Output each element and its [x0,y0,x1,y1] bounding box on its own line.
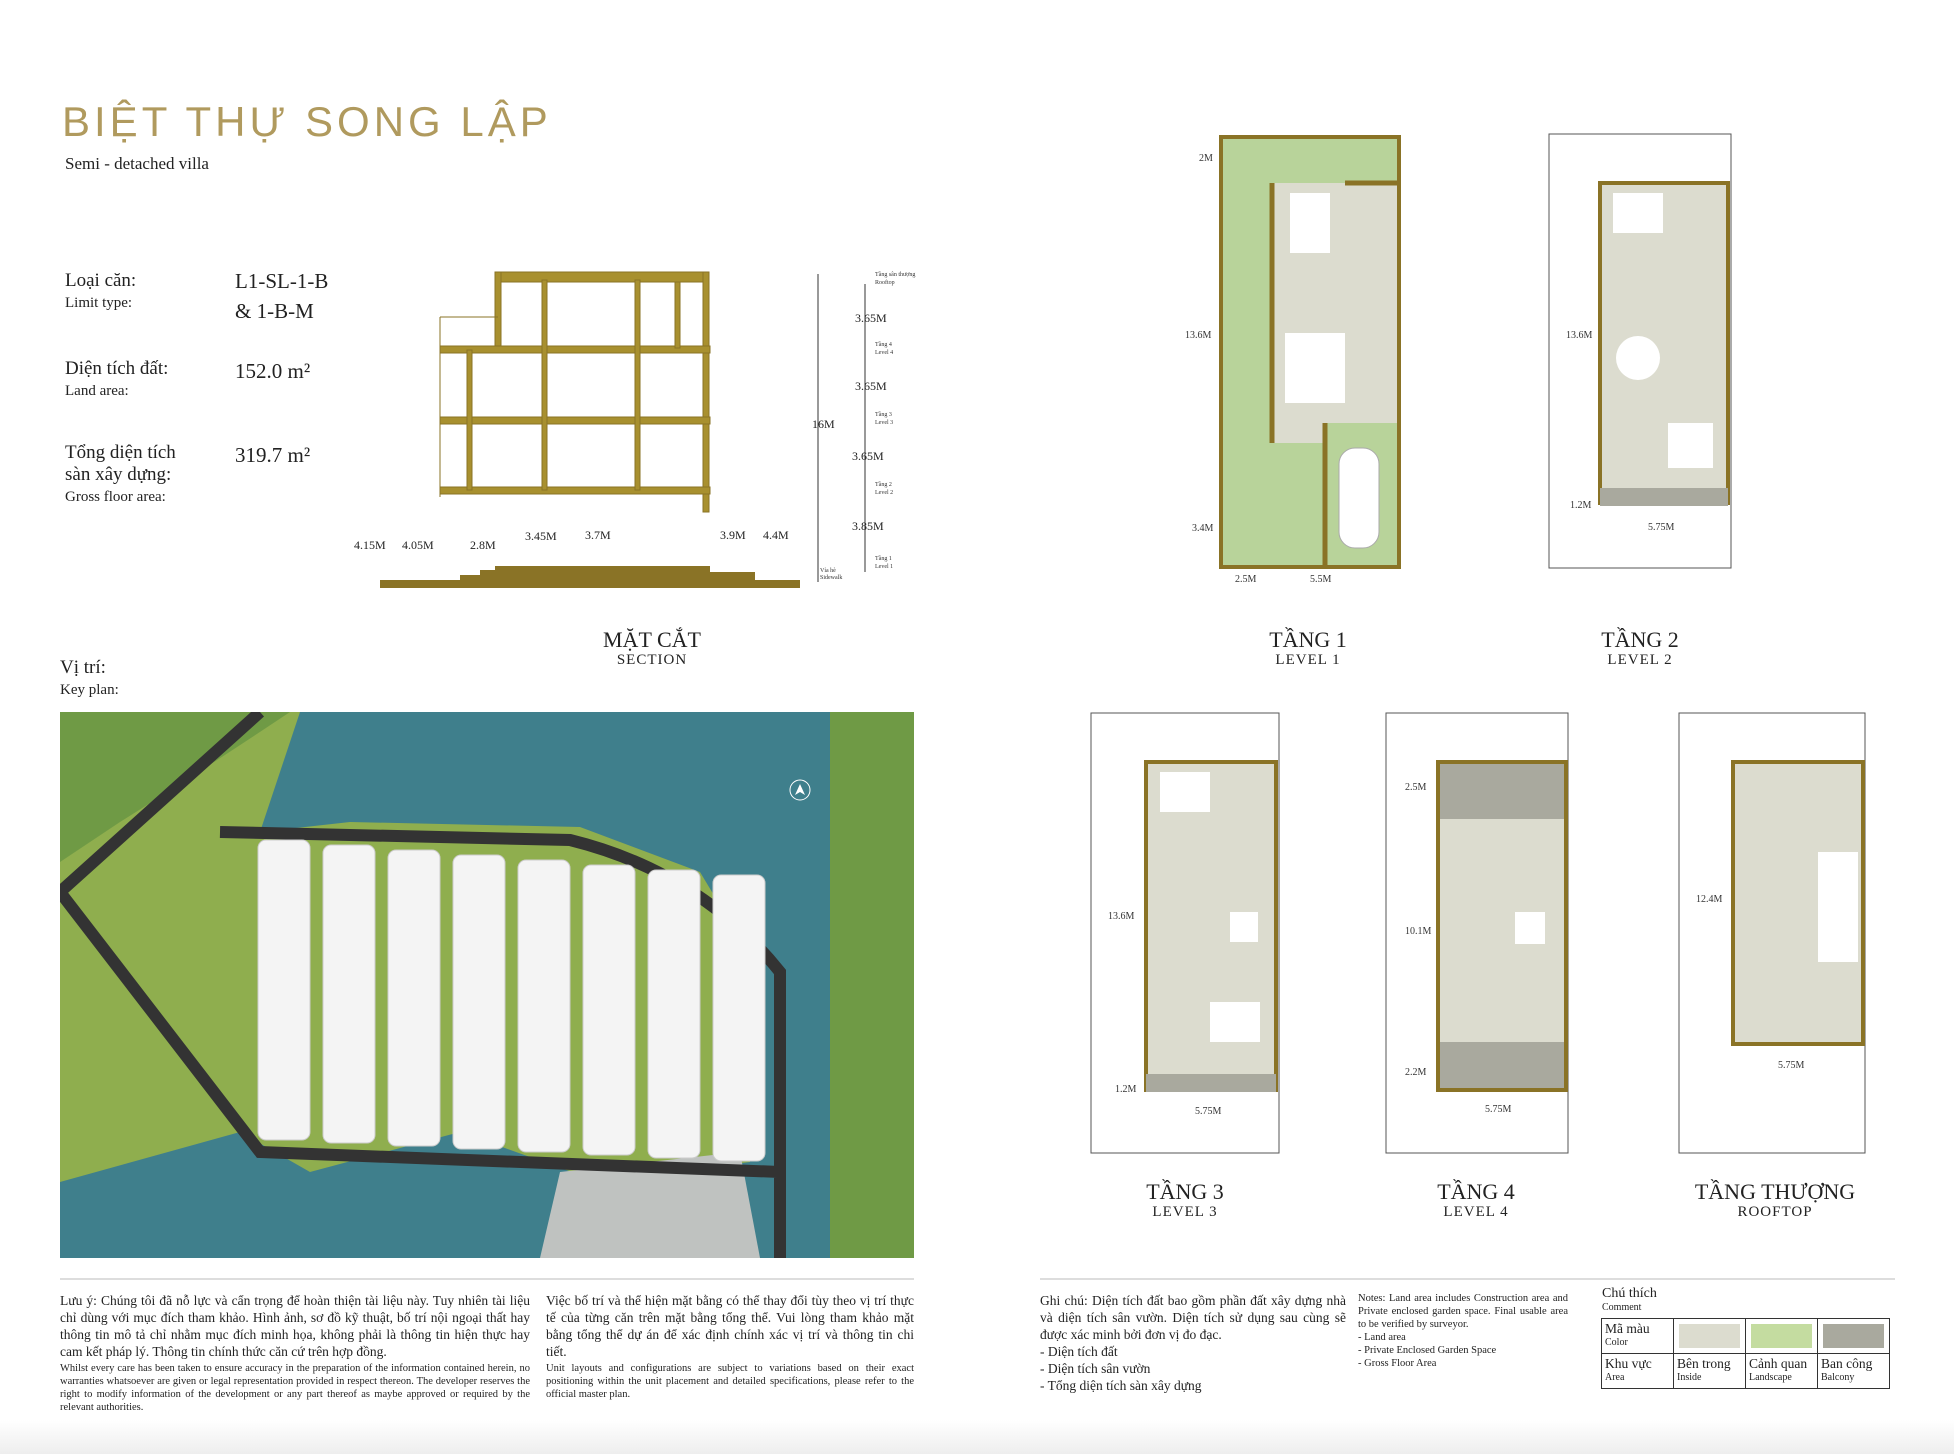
svg-text:Level 4: Level 4 [875,350,893,356]
spec-land-label: Diện tích đất:Land area: [65,358,169,399]
dim-text: 4.4M [763,528,789,542]
svg-text:2M: 2M [1199,153,1213,164]
height-text: 3.85M [852,519,884,533]
page-subtitle: Semi - detached villa [65,154,209,173]
divider [60,1278,914,1280]
dim-text: 2.8M [470,538,496,552]
dim-text: 3.9M [720,528,746,542]
svg-text:5.5M: 5.5M [1310,574,1332,585]
floor-plan-level-4: 2.5M 10.1M 2.2M 5.75M [1385,712,1569,1154]
svg-text:13.6M: 13.6M [1185,330,1212,341]
divider [1040,1278,1895,1280]
svg-text:Level 3: Level 3 [875,420,893,426]
floor-plan-level-1: 2M 13.6M 3.4M 2.5M 5.5M [1185,135,1401,585]
lot-block [517,859,571,1153]
spec-type-label: Loại căn:Limit type: [65,270,137,311]
svg-text:5.75M: 5.75M [1648,522,1675,533]
lot-block [712,874,766,1162]
svg-text:Tầng 2: Tầng 2 [875,481,892,488]
svg-text:2.5M: 2.5M [1235,574,1257,585]
height-text: 3.65M [855,311,887,325]
page-title: BIỆT THỰ SONG LẬP [62,98,552,145]
dim-text: 3.45M [525,529,557,543]
height-text: 3.65M [852,449,884,463]
svg-text:Tầng 4: Tầng 4 [875,341,892,348]
dim-text: 4.15M [354,538,386,552]
svg-text:2.2M: 2.2M [1405,1067,1427,1078]
swatch-inside [1679,1324,1740,1348]
spec-type-value: L1-SL-1-B& 1-B-M [235,269,329,323]
svg-text:1.2M: 1.2M [1570,500,1592,511]
layout-note: Việc bố trí và thể hiện mặt bằng có thể … [546,1293,914,1400]
key-plan-map [60,712,914,1258]
floor-plan-rooftop: 12.4M 5.75M [1678,712,1866,1154]
svg-text:Level 2: Level 2 [875,490,893,496]
page-bottom-edge [0,1420,1954,1454]
lot-block [582,864,636,1156]
lot-block [647,869,701,1159]
svg-text:5.75M: 5.75M [1778,1060,1805,1071]
dim-text: 3.7M [585,528,611,542]
svg-text:Tầng 1: Tầng 1 [875,555,892,562]
floor-plan-level-2: 13.6M 1.2M 5.75M [1548,133,1732,569]
svg-text:Rooftop: Rooftop [875,279,895,286]
svg-text:Sidewalk: Sidewalk [820,575,842,581]
height-text: 3.65M [855,379,887,393]
north-arrow-icon [789,779,811,801]
svg-text:10.1M: 10.1M [1405,926,1432,937]
svg-text:Tầng sân thượng: Tầng sân thượng [875,271,915,278]
svg-text:12.4M: 12.4M [1696,894,1723,905]
lot-block [257,839,311,1141]
floor-plan-level-3: 13.6M 1.2M 5.75M [1090,712,1280,1154]
lot-block [322,844,376,1144]
svg-text:Tầng 3: Tầng 3 [875,411,892,418]
lot-block [387,849,441,1147]
keyplan-label: Vị trí:Key plan: [60,657,119,698]
svg-text:Vỉa hè: Vỉa hè [820,568,836,574]
lot-block [452,854,506,1150]
section-drawing: 4.15M 4.05M 2.8M 3.45M 3.7M 3.9M 4.4M 3.… [354,271,915,588]
area-note-en: Notes: Land area includes Construction a… [1358,1293,1568,1369]
swatch-balcony [1823,1324,1884,1348]
swatch-landscape [1751,1324,1812,1348]
svg-text:13.6M: 13.6M [1566,330,1593,341]
area-note-vi: Ghi chú: Diện tích đất bao gồm phần đất … [1040,1293,1346,1393]
spec-land-value: 152.0 m² [235,359,311,383]
disclaimer-note: Lưu ý: Chúng tôi đã nỗ lực và cẩn trọng … [60,1293,530,1413]
svg-text:3.4M: 3.4M [1192,523,1214,534]
svg-text:5.75M: 5.75M [1195,1106,1222,1117]
svg-text:Level 1: Level 1 [875,564,893,570]
svg-text:13.6M: 13.6M [1108,911,1135,922]
dim-text: 4.05M [402,538,434,552]
total-height: 16M [812,417,835,431]
svg-text:5.75M: 5.75M [1485,1104,1512,1115]
svg-text:1.2M: 1.2M [1115,1084,1137,1095]
svg-text:2.5M: 2.5M [1405,782,1427,793]
spec-gfa-value: 319.7 m² [235,443,311,467]
